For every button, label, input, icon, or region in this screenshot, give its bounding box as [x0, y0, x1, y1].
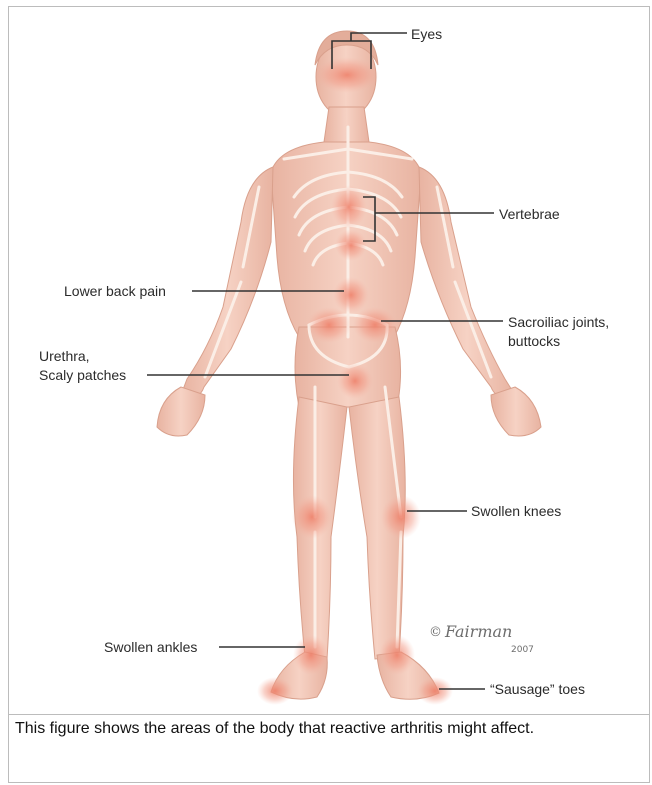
figure-frame: Eyes Vertebrae Lower back pain Sacroilia… [8, 6, 650, 783]
glow-vertebrae-lower [335, 229, 367, 261]
glow-lower-back [333, 277, 369, 313]
label-lower-back-pain: Lower back pain [64, 282, 166, 300]
label-sacroiliac-line1: Sacroiliac joints, [508, 313, 609, 331]
label-urethra-line2: Scaly patches [39, 366, 126, 384]
glow-eyes [315, 57, 379, 93]
copyright-mark: © [429, 625, 442, 640]
figure-caption: This figure shows the areas of the body … [15, 719, 640, 739]
glow-sacroiliac-right [353, 307, 397, 343]
label-eyes: Eyes [411, 25, 442, 43]
label-swollen-knees: Swollen knees [471, 502, 561, 520]
figure-image: Eyes Vertebrae Lower back pain Sacroilia… [9, 7, 649, 715]
label-sacroiliac-line2: buttocks [508, 332, 560, 350]
glow-ankle-left [293, 635, 329, 675]
glow-vertebrae-upper [331, 185, 367, 229]
label-sausage-toes: “Sausage” toes [490, 680, 585, 698]
body-illustration [9, 7, 649, 714]
glow-urethra [337, 363, 373, 399]
glow-toes-left [257, 677, 293, 705]
glow-ankle-right [379, 635, 415, 675]
glow-knee-left [292, 495, 332, 539]
signature-year: 2007 [511, 645, 534, 655]
glow-sacroiliac-left [307, 307, 351, 343]
label-swollen-ankles: Swollen ankles [104, 638, 197, 656]
glow-knee-right [381, 495, 421, 539]
glow-toes-right [417, 677, 453, 705]
artist-signature: Fairman [445, 622, 512, 641]
label-vertebrae: Vertebrae [499, 205, 560, 223]
label-urethra-line1: Urethra, [39, 347, 90, 365]
